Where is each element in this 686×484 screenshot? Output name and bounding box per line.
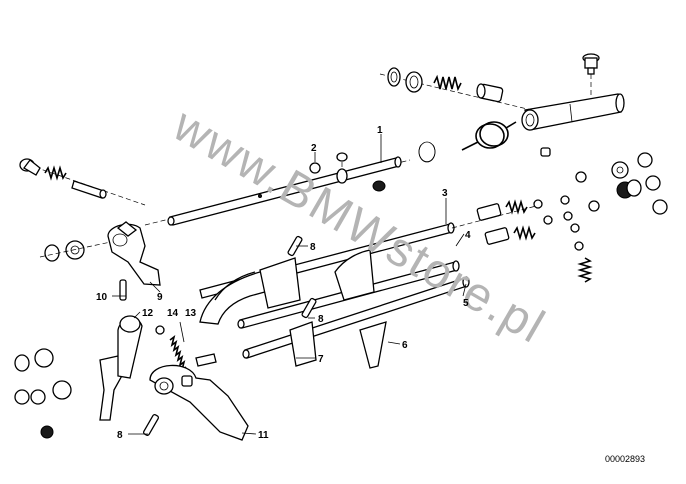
label-8-middle: 8 bbox=[318, 314, 324, 325]
label-1: 1 bbox=[377, 125, 383, 136]
label-3: 3 bbox=[442, 188, 448, 199]
label-10: 10 bbox=[96, 292, 108, 303]
label-6: 6 bbox=[402, 340, 408, 351]
label-11: 11 bbox=[258, 430, 269, 441]
lever-assembly bbox=[99, 315, 249, 441]
lever-9 bbox=[107, 221, 161, 301]
label-7: 7 bbox=[318, 354, 324, 365]
detent-assembly-top bbox=[379, 67, 541, 113]
selector-tube bbox=[521, 53, 625, 157]
label-13: 13 bbox=[185, 308, 197, 319]
label-8-top: 8 bbox=[310, 242, 316, 253]
label-9: 9 bbox=[157, 292, 163, 303]
label-12: 12 bbox=[142, 308, 154, 319]
reference-number: 00002893 bbox=[605, 454, 645, 464]
left-bushings bbox=[14, 239, 121, 439]
roll-pins bbox=[142, 235, 317, 436]
right-detents bbox=[476, 171, 600, 283]
label-4: 4 bbox=[465, 230, 471, 241]
torsion-spring bbox=[418, 121, 517, 163]
right-bushings bbox=[611, 152, 668, 215]
part-labels: 1 2 3 4 5 6 7 8 8 8 9 10 11 12 13 14 bbox=[96, 125, 471, 441]
selector-shaft-1 bbox=[144, 152, 411, 226]
label-2: 2 bbox=[311, 143, 317, 154]
left-rod-spring bbox=[19, 158, 146, 206]
label-14: 14 bbox=[167, 308, 179, 319]
shift-forks bbox=[199, 249, 387, 369]
label-8-bottom: 8 bbox=[117, 430, 123, 441]
label-5: 5 bbox=[463, 298, 469, 309]
leader-lines bbox=[112, 134, 467, 435]
